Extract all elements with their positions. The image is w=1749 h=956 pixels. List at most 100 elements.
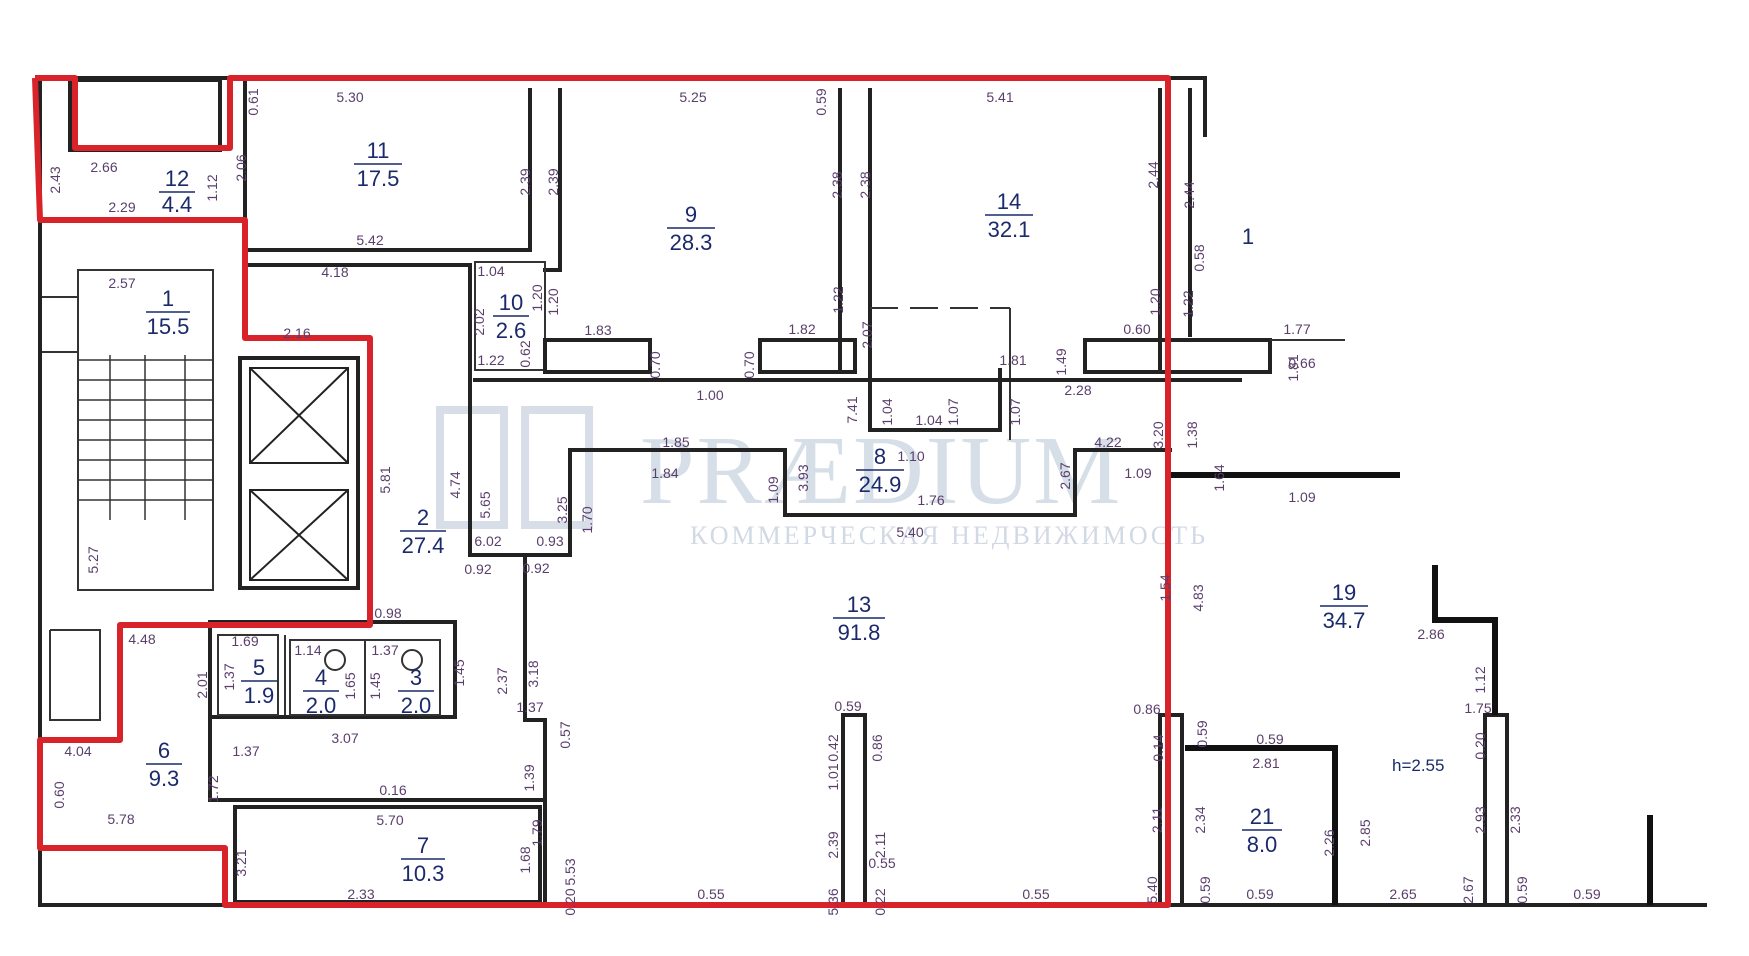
dimension-label: 1.45 <box>451 659 467 686</box>
dimension-label: 1.09 <box>1288 489 1315 505</box>
dimension-label: 2.11 <box>1149 807 1165 833</box>
dimension-label: 2.28 <box>1064 382 1091 398</box>
dimension-label: 2.43 <box>47 166 63 193</box>
dimension-label: 1.14 <box>294 642 321 658</box>
room-14-area: 32.1 <box>988 217 1031 242</box>
dimension-label: 2.39 <box>825 831 841 858</box>
dimension-label: 3.07 <box>331 730 358 746</box>
elevator-shaft <box>238 356 360 590</box>
dimension-label: 2.57 <box>108 275 135 291</box>
room-9-number: 9 <box>685 202 697 227</box>
room-14-number: 14 <box>997 189 1021 214</box>
dimension-label: 2.39 <box>517 168 533 195</box>
dimension-label: 2.16 <box>283 325 310 341</box>
room-21-number: 21 <box>1250 804 1274 829</box>
dimension-label: 1.38 <box>1184 421 1200 448</box>
room-6-number: 6 <box>158 738 170 763</box>
dimension-label: 5.40 <box>896 524 923 540</box>
dimension-label: 2.37 <box>494 667 510 694</box>
room-13-area: 91.8 <box>838 620 881 645</box>
dimension-label: 5.70 <box>376 812 403 828</box>
elevator-cars <box>249 367 349 581</box>
dimension-label: 2.85 <box>1357 819 1373 846</box>
room-19-number: 19 <box>1332 580 1356 605</box>
dimension-label: 1.04 <box>477 263 504 279</box>
dimension-label: 1.07 <box>945 398 961 425</box>
dimension-label: 0.62 <box>517 340 533 367</box>
dimension-label: 1.37 <box>516 699 543 715</box>
dimension-label: 1.22 <box>477 352 504 368</box>
watermark-subtitle: КОММЕРЧЕСКАЯ НЕДВИЖИМОСТЬ <box>690 521 1208 550</box>
dimension-label: 0.42 <box>825 734 841 761</box>
dimension-label: 1.79 <box>529 819 545 846</box>
room-12-number: 12 <box>165 166 189 191</box>
dimension-label: 0.16 <box>379 782 406 798</box>
dimension-label: 0.59 <box>813 88 829 115</box>
dimension-label: 6.02 <box>474 533 501 549</box>
elevator-2 <box>249 489 349 581</box>
dimension-label: 0.92 <box>464 561 491 577</box>
dimension-label: 1.68 <box>517 846 533 873</box>
dimension-label: 1.82 <box>788 321 815 337</box>
room-10-number: 10 <box>499 290 523 315</box>
dimension-label: 2.39 <box>545 168 561 195</box>
room-4-number: 4 <box>315 665 327 690</box>
window-2 <box>758 338 857 374</box>
window-3 <box>1083 338 1272 374</box>
dimension-label: 2.33 <box>1507 806 1523 833</box>
dimension-label: 4.18 <box>321 264 348 280</box>
dimension-label: 2.34 <box>1192 806 1208 833</box>
window-1 <box>543 338 652 374</box>
dimension-label: 3.20 <box>1150 421 1166 448</box>
elevator-2-x2 <box>249 489 349 581</box>
dimension-label: 4.48 <box>128 631 155 647</box>
wall-8-top <box>868 368 1002 432</box>
dimension-label: 1.37 <box>221 663 237 690</box>
dimension-label: 0.20 <box>1472 732 1488 759</box>
dimension-label: 0.59 <box>1246 886 1273 902</box>
dimension-label: 1.20 <box>529 284 545 311</box>
dimension-label: 2.26 <box>1321 829 1337 856</box>
dimension-label: 1.09 <box>1124 465 1151 481</box>
dimension-label: 0.66 <box>1288 355 1315 371</box>
dimension-label: 0.70 <box>647 351 663 378</box>
room-5-area: 1.9 <box>244 683 275 708</box>
room-3-label: 3 2.0 <box>398 665 434 718</box>
dimension-label: 0.93 <box>536 533 563 549</box>
dimension-label: 1.22 <box>830 286 846 313</box>
dimension-label: 1.70 <box>579 506 595 533</box>
dimension-label: 4.74 <box>447 471 463 498</box>
dimension-label: 5.41 <box>986 89 1013 105</box>
room-2-number: 2 <box>417 505 429 530</box>
dimension-label: 2.86 <box>1417 626 1444 642</box>
wall-9-left <box>543 88 562 272</box>
room-11-area: 17.5 <box>357 166 400 191</box>
dimension-label: 1.76 <box>917 492 944 508</box>
room-12-box <box>68 78 222 152</box>
room-21-label: 21 8.0 <box>1242 804 1282 857</box>
dimension-label: 4.04 <box>64 743 91 759</box>
dimension-label: 1.12 <box>1472 666 1488 693</box>
dimension-label: 1.64 <box>1211 464 1227 491</box>
dimension-label: 3.18 <box>525 660 541 687</box>
dimension-label: 0.61 <box>245 88 261 115</box>
room-10-box <box>474 261 546 371</box>
room-labels: 1 15.5 2 27.4 3 2.0 4 2.0 5 1.9 6 9.3 <box>146 138 1444 886</box>
dimension-label: 0.86 <box>1133 701 1160 717</box>
room-14-label: 14 32.1 <box>985 189 1033 242</box>
dimension-label: 1.49 <box>1053 348 1069 375</box>
dimension-label: 1.39 <box>521 764 537 791</box>
wall-19-right <box>1432 565 1498 715</box>
dimension-label: 0.59 <box>834 698 861 714</box>
room-12-area: 4.4 <box>162 192 193 217</box>
room-6-label: 6 9.3 <box>146 738 182 791</box>
dimension-label: 1.37 <box>232 743 259 759</box>
dimension-label: 5.27 <box>85 546 101 573</box>
dimension-label: 0.60 <box>1123 321 1150 337</box>
dimension-label: 5.36 <box>825 888 841 915</box>
dimension-label: 0.86 <box>869 734 885 761</box>
room-19-area: 34.7 <box>1323 608 1366 633</box>
dimension-label: 2.44 <box>1145 161 1161 188</box>
room-21-box <box>1185 745 1338 905</box>
pillar-13-mid <box>841 713 867 907</box>
